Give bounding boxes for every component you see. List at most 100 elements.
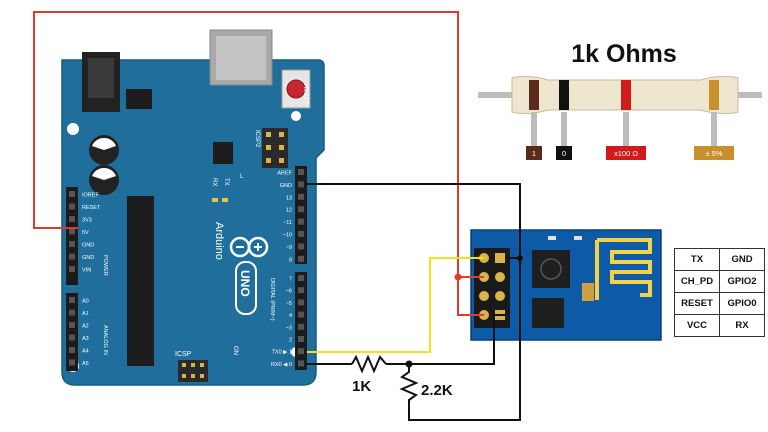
resistor-1k-label: 1K	[352, 378, 371, 395]
digital-header-bottom	[295, 272, 307, 370]
resistor-1k	[351, 354, 387, 374]
on-led-label: ON	[232, 346, 238, 355]
band-tag	[694, 146, 734, 160]
pin-label: VIN	[82, 268, 91, 274]
band-tag	[606, 146, 646, 160]
digital-group-label: DIGITAL (PWM~)	[269, 278, 275, 321]
header-pin	[298, 255, 304, 262]
analog-header	[66, 293, 78, 371]
pin-label: 2	[289, 338, 292, 344]
pin-label: A5	[82, 361, 89, 367]
power-group-label: POWER	[102, 255, 108, 276]
header-pin	[298, 299, 304, 306]
pinout-cell: CH_PD	[674, 270, 720, 293]
wires	[33, 11, 523, 421]
pinout-cell: RESET	[674, 292, 720, 315]
header-pin	[69, 216, 75, 222]
pin-label: A3	[82, 336, 89, 342]
header-pin	[69, 297, 75, 303]
uno-label: UNO	[238, 270, 252, 297]
header-pin	[298, 287, 304, 294]
pin-label: ~6	[286, 289, 292, 295]
pinout-cell: RX	[719, 314, 765, 337]
tx-led-label: TX	[223, 178, 229, 186]
header-pin	[69, 253, 75, 260]
pin-label: GND	[82, 255, 94, 261]
pin-label: A0	[82, 299, 89, 305]
arduino-brand: Arduino	[213, 222, 225, 260]
power-header	[66, 187, 78, 285]
usb-chip	[213, 142, 233, 164]
header-pin	[298, 275, 304, 281]
header-pin	[298, 243, 304, 250]
yellow-tx-wire	[307, 257, 484, 353]
color-band	[559, 80, 569, 110]
pin-label: A1	[82, 311, 89, 317]
pin-label: 13	[286, 195, 292, 201]
pinout-cell: TX	[674, 248, 720, 271]
header-pin	[69, 359, 75, 366]
header-pin	[298, 231, 304, 237]
pin-label: AREF	[277, 171, 292, 177]
header-pin	[69, 347, 75, 353]
resistor-value-title: 1k Ohms	[571, 40, 677, 68]
header-pin	[69, 191, 75, 197]
pin-label: ~9	[286, 245, 292, 251]
header-pin	[298, 336, 304, 342]
icsp2-header	[262, 128, 288, 168]
mounting-hole	[67, 123, 79, 135]
resistor-2k2	[399, 364, 419, 405]
l-led-label: L	[240, 174, 244, 180]
esp8266-module	[470, 229, 662, 341]
header-pin	[298, 323, 304, 330]
pin-label: RESET	[82, 205, 101, 211]
resistor-2k2-label: 2.2K	[421, 382, 453, 399]
rx-led-label: RX	[211, 178, 217, 186]
red-3v3-wire	[33, 11, 484, 278]
black-gnd-wire	[307, 183, 521, 259]
pinout-cell: GPIO2	[719, 270, 765, 293]
header-pin	[298, 169, 304, 175]
pin-label: RX0 ◀ 0	[271, 362, 292, 368]
header-pin	[298, 348, 304, 355]
pin-label: GND	[82, 243, 94, 249]
header-pin	[69, 203, 75, 210]
pin-label: IOREF	[82, 193, 99, 199]
resistor-color-code: 1k Ohms 1 0 x100 Ω ± 5%	[478, 40, 762, 160]
band-tag	[556, 146, 572, 160]
header-pin	[69, 334, 75, 341]
pin-label: 7	[289, 277, 292, 283]
header-pin	[298, 311, 304, 318]
header-pin	[298, 181, 304, 188]
header-pin	[298, 206, 304, 213]
pin-label: 3V3	[82, 218, 92, 224]
pcb-antenna	[595, 238, 652, 300]
header-pin	[69, 228, 75, 235]
header-pin	[298, 218, 304, 225]
black-gnd-wire-2	[408, 258, 521, 421]
pin-label: TX0 ▶ 1	[272, 350, 292, 356]
band-tag-label: x100 Ω	[614, 149, 638, 158]
pinout-cell: GND	[719, 248, 765, 271]
pin-label: A4	[82, 349, 89, 355]
header-pin	[69, 309, 75, 316]
pin-label: ~11	[283, 220, 292, 226]
pin-label: 5V	[82, 230, 89, 236]
band-tag-label: 0	[562, 149, 566, 158]
crystal	[582, 283, 594, 301]
pinout-cell: VCC	[674, 314, 720, 337]
band-tag-label: 1	[532, 149, 536, 158]
black-rx-wire-2	[386, 314, 505, 365]
header-pin	[69, 241, 75, 247]
pin-label: ~3	[286, 325, 292, 331]
esp-main-chip	[532, 250, 570, 288]
atmega-chip	[127, 196, 154, 366]
band-tag-label: ± 5%	[705, 149, 722, 158]
